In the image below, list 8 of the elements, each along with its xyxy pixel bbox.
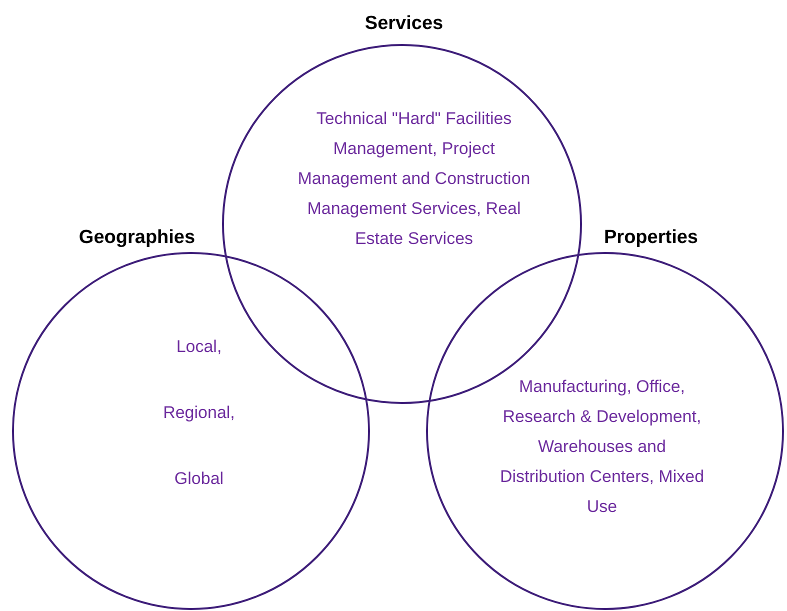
- circle-text: Regional,: [163, 402, 235, 424]
- circle-heading: Properties: [604, 226, 698, 250]
- circle-text: Global: [174, 468, 224, 490]
- circle-text: Local,: [176, 336, 222, 358]
- circle-heading: Services: [364, 12, 444, 36]
- circle-text: Technical "Hard" Facilities Management, Project Management and Construction Management Services, Real Estate Services: [296, 108, 532, 250]
- circle-text: Manufacturing, Office, Research & Development, Warehouses and Distribution Centers, Mixed Use: [498, 376, 706, 518]
- circle-heading: Geographies: [78, 226, 196, 250]
